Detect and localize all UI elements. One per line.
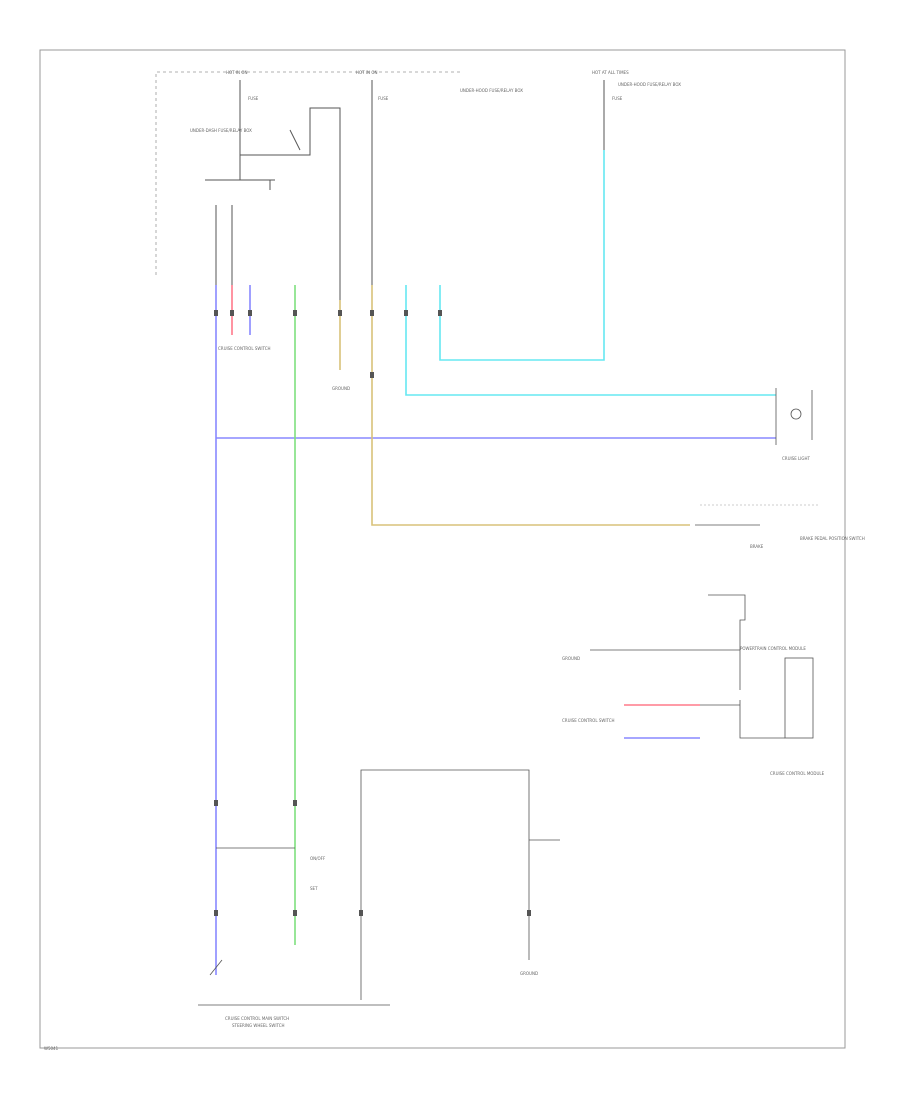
hot-left-label: HOT IN ON	[226, 70, 247, 75]
blue-wires	[215, 285, 776, 975]
bottom-switch-wiring	[198, 769, 560, 1006]
ground-mid-label: GROUND	[332, 386, 350, 391]
diagram-frame	[39, 49, 846, 1049]
red-wires	[231, 285, 700, 706]
fuse-right-label: FUSE	[612, 96, 623, 101]
brake-switch-label: BRAKE PEDAL POSITION SWITCH	[800, 536, 865, 541]
hot-mid-label: HOT IN ON	[356, 70, 377, 75]
brake-pos-label: BRAKE	[750, 544, 764, 549]
hot-right-label: HOT AT ALL TIMES	[592, 70, 629, 75]
control-module-box	[590, 594, 814, 739]
ecm-label: POWERTRAIN CONTROL MODULE	[740, 646, 806, 651]
connector-left-label: CRUISE CONTROL SWITCH	[218, 346, 271, 351]
fuse-left-label: FUSE	[248, 96, 259, 101]
ground-right-label: GROUND	[562, 656, 580, 661]
ground-bottom-label: GROUND	[520, 971, 538, 976]
fuse-mid-label: FUSE	[378, 96, 389, 101]
bottom-box-label: CRUISE CONTROL MAIN SWITCH	[225, 1016, 289, 1021]
diagram-code: W5041	[44, 1046, 59, 1051]
bottom-box-sub-label: STEERING WHEEL SWITCH	[232, 1023, 285, 1028]
power-sources: HOT IN ON HOT IN ON HOT AT ALL TIMES FUS…	[190, 70, 681, 133]
ecm-text: CRUISE CONTROL MODULE	[770, 771, 825, 776]
note-right-label: UNDER-HOOD FUSE/RELAY BOX	[618, 82, 681, 87]
note-mid-label: UNDER-HOOD FUSE/RELAY BOX	[460, 88, 523, 93]
cyan-wires	[405, 150, 776, 396]
cruise-light	[775, 388, 813, 445]
switch-set-label: SET	[310, 886, 318, 891]
relay-box-label: UNDER-DASH FUSE/RELAY BOX	[190, 128, 252, 133]
switch-on-label: ON/OFF	[310, 856, 326, 861]
black-wires	[205, 80, 605, 300]
tan-wires	[339, 285, 690, 526]
fuse-box-boundary	[155, 71, 460, 275]
connector-right-label: CRUISE CONTROL SWITCH	[562, 718, 615, 723]
cruise-light-label: CRUISE LIGHT	[782, 456, 811, 461]
